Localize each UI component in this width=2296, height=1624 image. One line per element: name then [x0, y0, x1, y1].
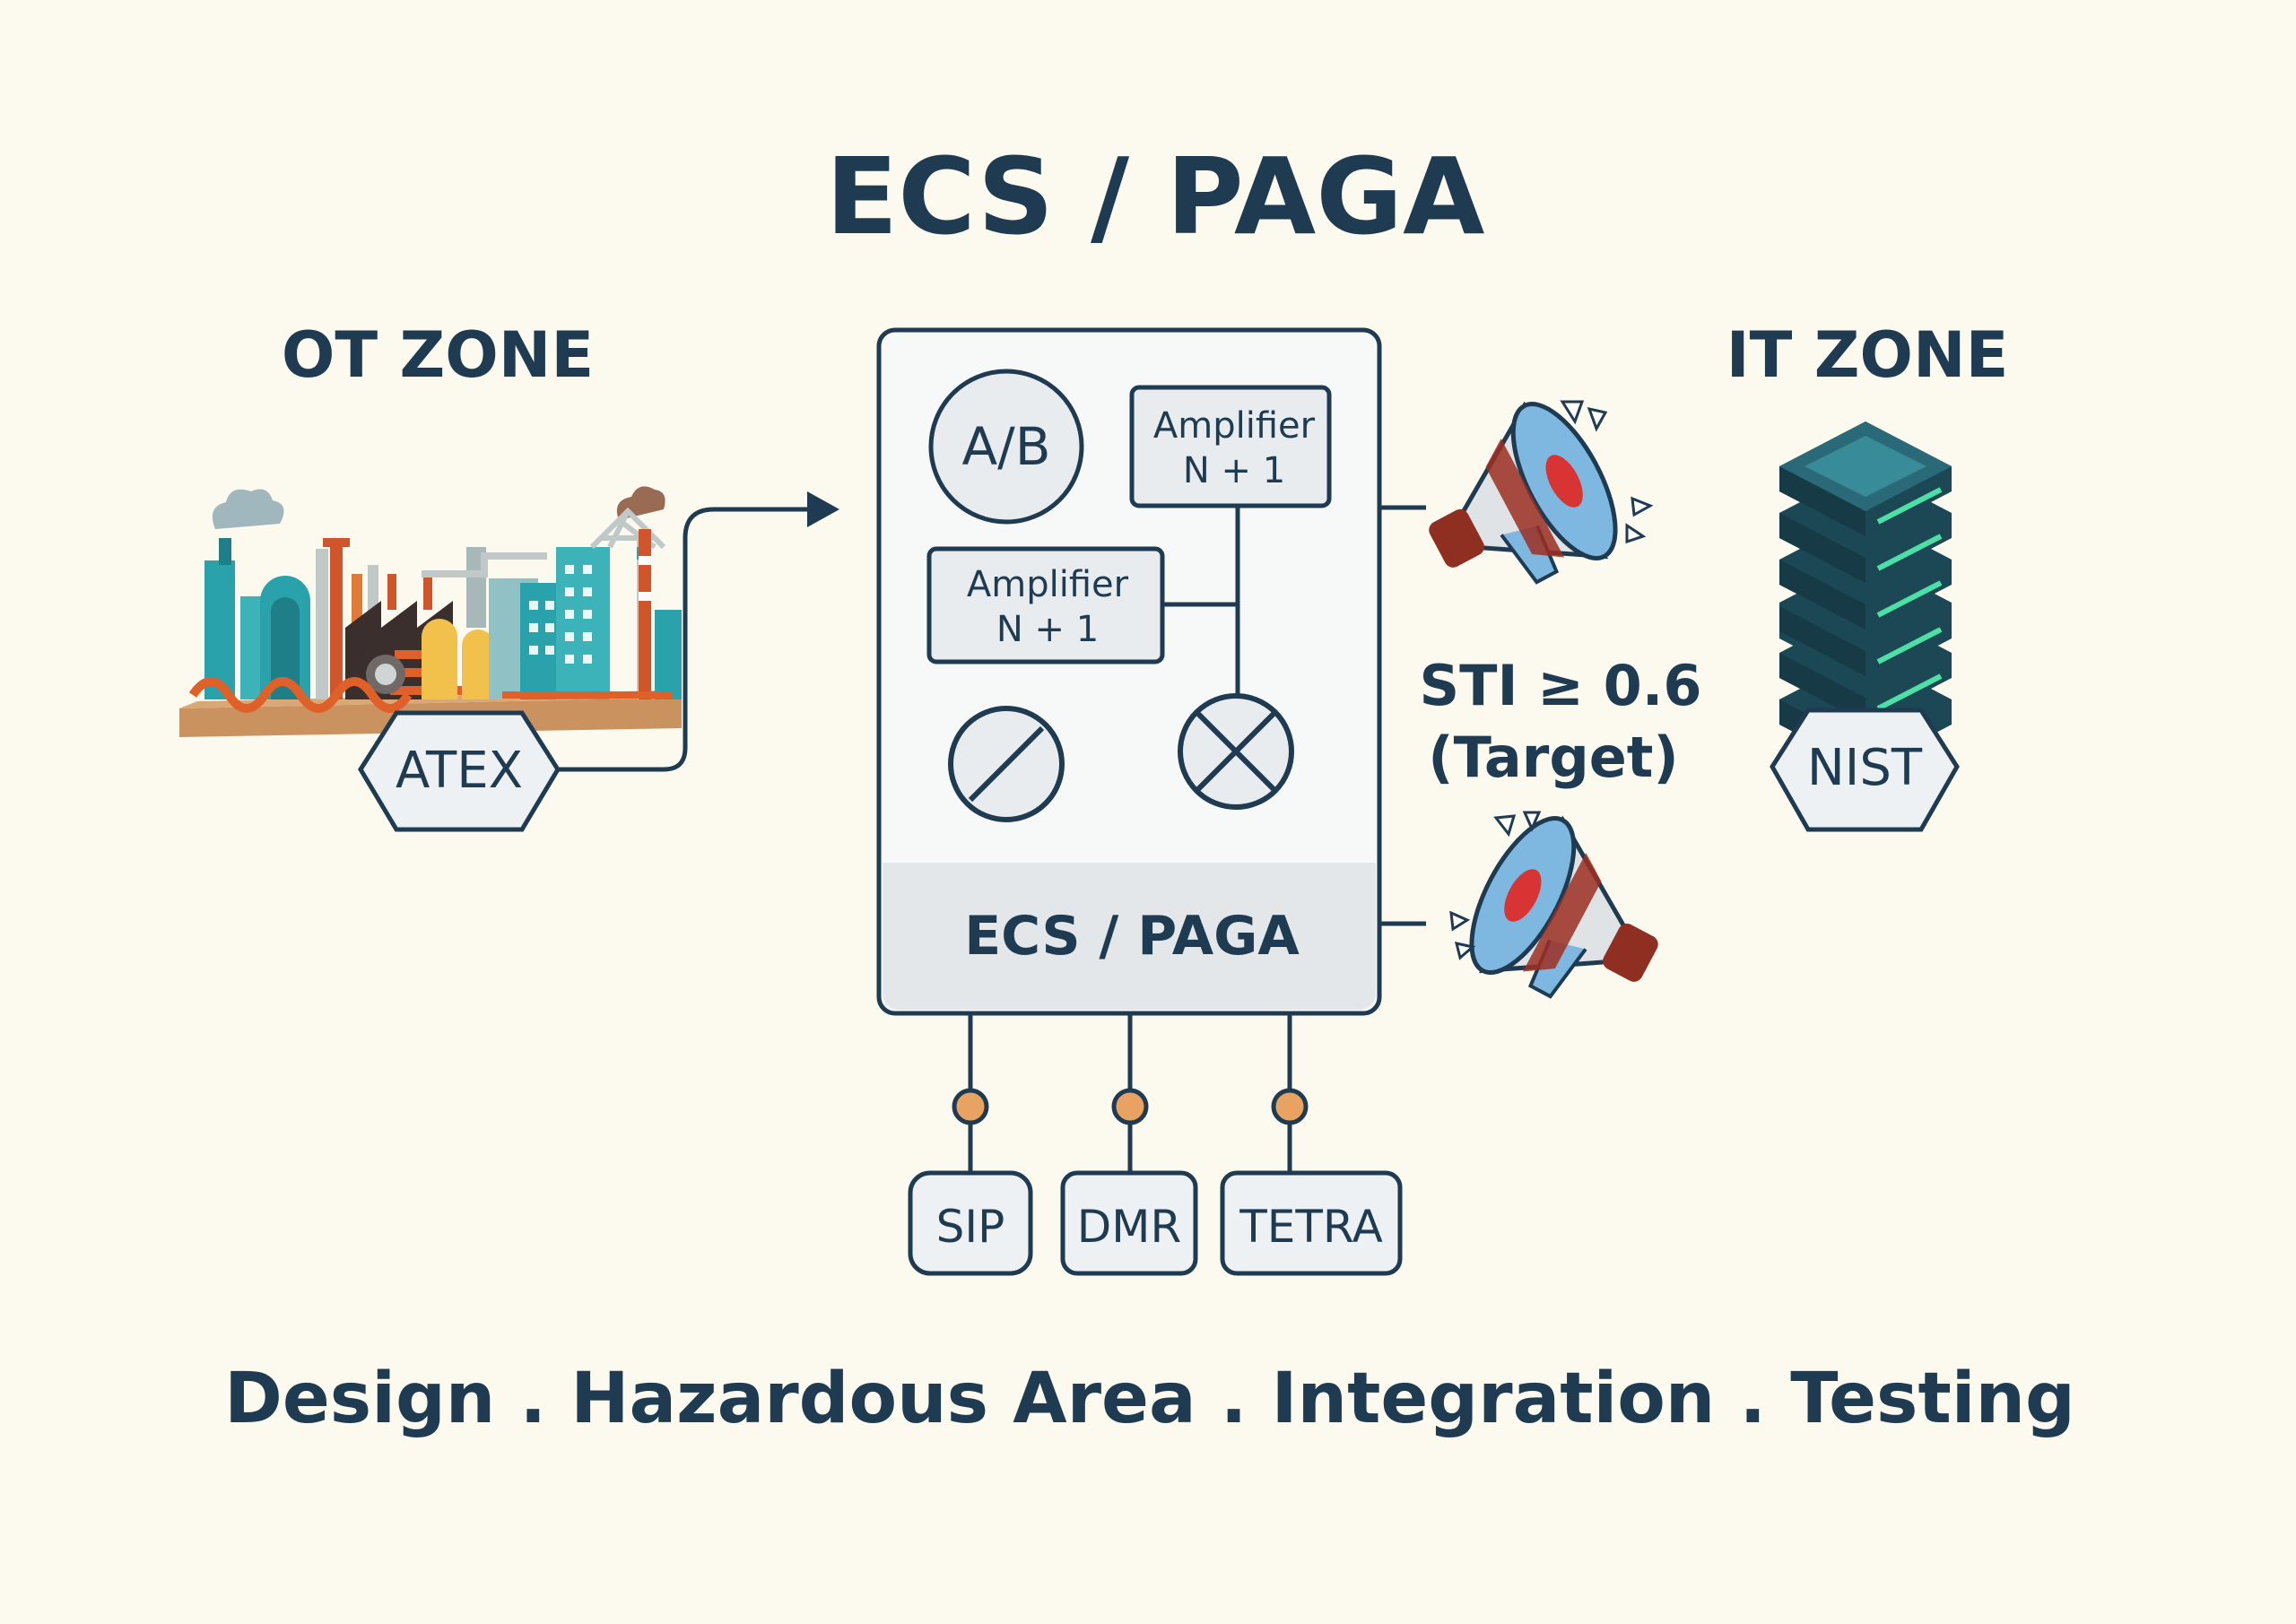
amplifier-mid-box: Amplifier N + 1	[926, 546, 1165, 664]
internal-wiring	[1162, 506, 1240, 699]
ot-to-system-connector	[558, 507, 816, 772]
sound-wave-bottom-icon	[1449, 811, 1542, 960]
sip-node	[952, 1088, 989, 1125]
connector-arrowhead	[807, 491, 839, 527]
atex-badge: ATEX	[358, 710, 561, 832]
dmr-label: DMR	[1077, 1201, 1181, 1253]
ab-label: A/B	[961, 416, 1050, 477]
amplifier-mid-label: Amplifier	[967, 564, 1129, 605]
sti-value: STI ≥ 0.6	[1420, 653, 1702, 718]
sti-target-label: (Target)	[1428, 725, 1678, 790]
amplifier-top-label: Amplifier	[1153, 405, 1316, 447]
nist-label: NIST	[1807, 739, 1923, 797]
diagram-title: ECS / PAGA	[826, 135, 1485, 258]
sip-label: SIP	[936, 1201, 1005, 1253]
sip-interface-box: SIP	[908, 1170, 1033, 1276]
amplifier-mid-redundancy: N + 1	[996, 609, 1099, 650]
ot-zone-label: OT ZONE	[282, 318, 594, 392]
tetra-node	[1271, 1088, 1309, 1125]
lamp-symbol-icon	[1178, 693, 1294, 810]
no-entry-symbol-icon	[948, 706, 1065, 822]
megaphone-top-icon	[1429, 401, 1618, 585]
tetra-interface-box: TETRA	[1220, 1170, 1403, 1276]
it-zone-label: IT ZONE	[1726, 318, 2009, 392]
dmr-node	[1111, 1088, 1149, 1125]
tetra-label: TETRA	[1239, 1201, 1383, 1253]
amplifier-top-box: Amplifier N + 1	[1129, 385, 1332, 508]
dmr-interface-box: DMR	[1060, 1170, 1198, 1276]
megaphone-bottom-icon	[1469, 815, 1658, 999]
atex-label: ATEX	[396, 742, 523, 800]
sound-wave-top-icon	[1560, 400, 1654, 544]
footer-services: Design . Hazardous Area . Integration . …	[224, 1359, 2075, 1439]
ab-switch: A/B	[928, 369, 1084, 525]
panel-footer-label: ECS / PAGA	[964, 905, 1300, 968]
amplifier-top-redundancy: N + 1	[1183, 450, 1285, 491]
nist-badge: NIST	[1770, 708, 1960, 832]
interface-drops	[968, 1013, 1292, 1175]
industrial-plant-icon	[179, 486, 682, 737]
